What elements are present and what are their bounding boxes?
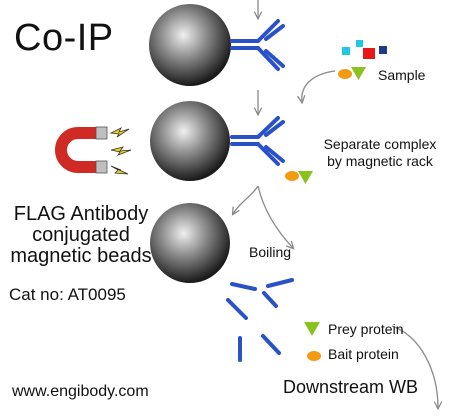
magnetic-bead-3	[150, 203, 230, 283]
website-url: www.engibody.com	[12, 383, 149, 400]
bead-description: FLAG Antibody conjugated magnetic beads	[6, 204, 156, 267]
prey-protein-bound-icon	[298, 171, 313, 184]
catalog-number: Cat no: AT0095	[9, 285, 126, 304]
magnetic-bead-2	[150, 101, 230, 181]
bead-line-3: magnetic beads	[10, 245, 152, 267]
downstream-wb-label: Downstream WB	[283, 377, 419, 397]
antibody-complex-icon	[230, 116, 285, 166]
prey-protein-label: Prey protein	[328, 321, 404, 337]
bait-protein-label: Bait protein	[328, 346, 399, 362]
flow-arrow-boiling	[257, 185, 293, 248]
diagram-title: Co-IP	[14, 17, 114, 59]
horseshoe-magnet-icon	[55, 126, 108, 174]
flow-arrow-sample	[302, 70, 336, 102]
magnetic-spark-icon	[109, 127, 132, 175]
bait-protein-icon	[307, 351, 321, 361]
antibody-icon	[230, 19, 285, 71]
flow-arrow-downstream	[391, 325, 438, 408]
bead-line-1: FLAG Antibody	[13, 203, 149, 225]
separate-line-1: Separate complex	[323, 136, 437, 152]
sample-mixture-icon	[338, 40, 387, 80]
released-antibody-fragments-icon	[226, 278, 294, 362]
bead-line-2: conjugated	[32, 224, 130, 246]
flow-arrow-left	[233, 185, 259, 214]
separate-complex-label: Separate complex by magnetic rack	[318, 136, 442, 169]
sample-label: Sample	[378, 67, 426, 83]
prey-protein-icon	[304, 322, 320, 336]
bait-protein-bound-icon	[285, 171, 299, 181]
magnetic-bead-1	[149, 4, 231, 86]
boiling-label: Boiling	[249, 244, 292, 260]
separate-line-2: by magnetic rack	[327, 152, 433, 169]
